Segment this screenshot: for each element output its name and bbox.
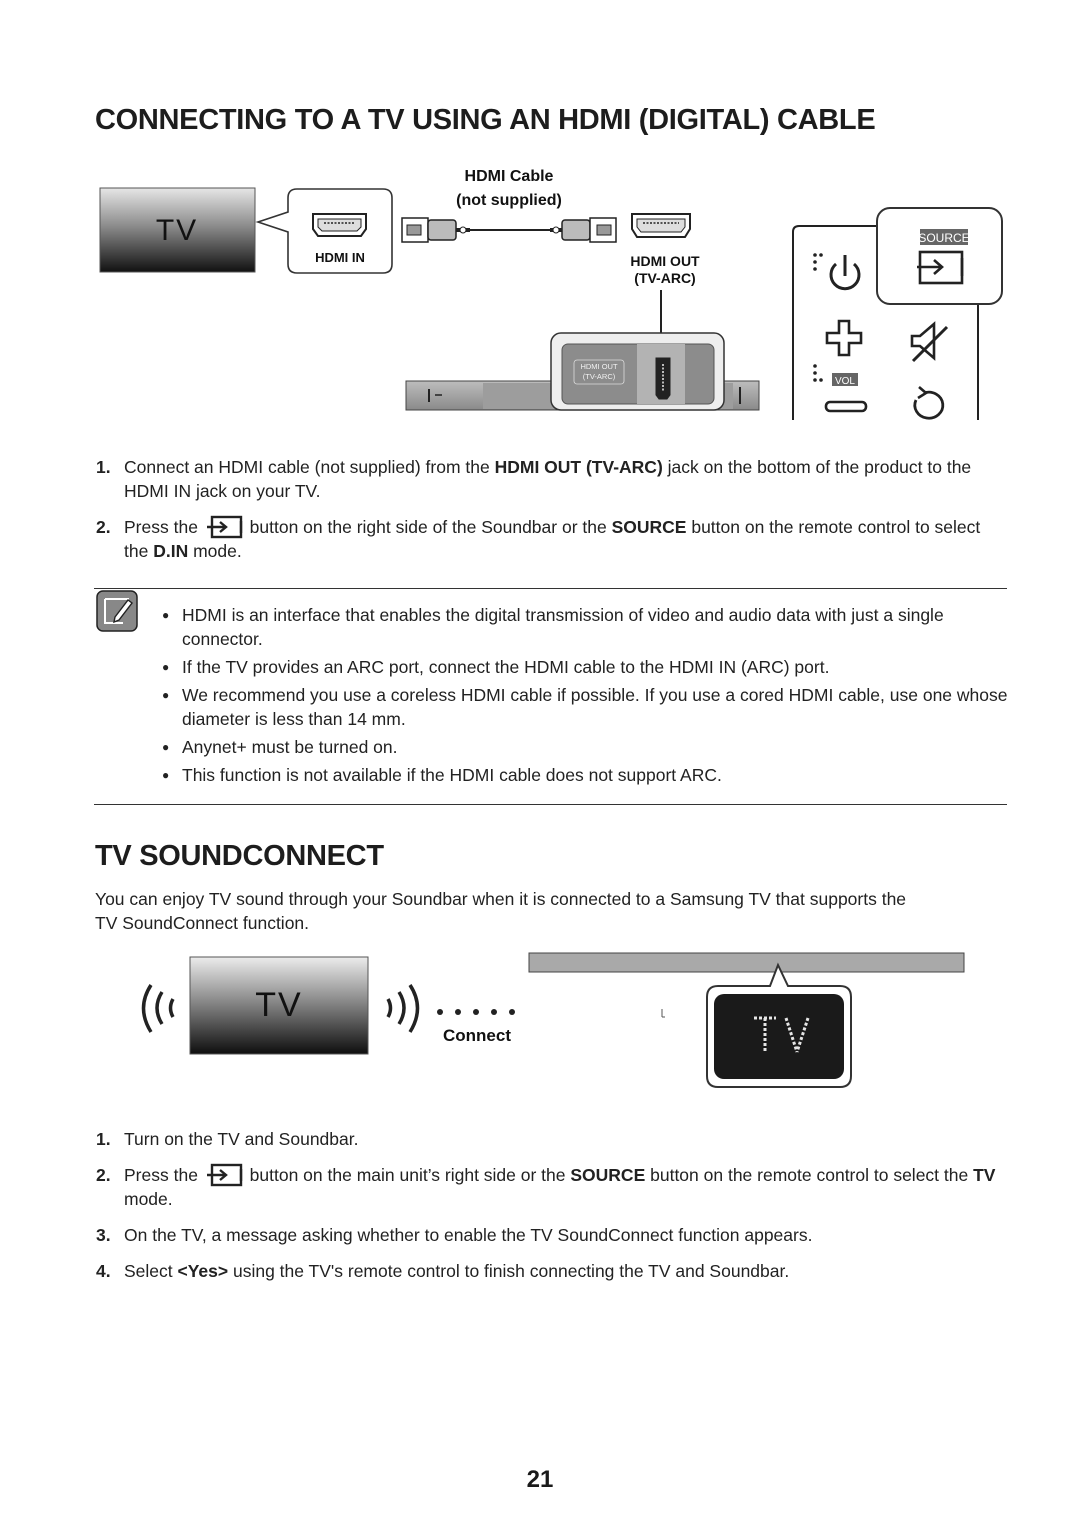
list-item: HDMI is an interface that enables the di…	[162, 603, 1012, 651]
hdmi-cable	[401, 217, 617, 243]
source-input-icon	[917, 250, 964, 285]
cable-label-line2: (not supplied)	[456, 192, 562, 209]
repeat-icon	[913, 386, 945, 420]
intro-paragraph: You can enjoy TV sound through your Soun…	[95, 889, 907, 933]
notes-list: HDMI is an interface that enables the di…	[162, 603, 1012, 791]
soundconnect-steps: 1. Turn on the TV and Soundbar. 2. Press…	[96, 1127, 996, 1295]
jack-label-line1: HDMI OUT	[580, 362, 617, 371]
cable-label-line1: HDMI Cable	[465, 168, 554, 185]
wifi-left-icon	[141, 984, 175, 1033]
jack-label-line2: (TV-ARC)	[583, 372, 616, 381]
list-item: This function is not available if the HD…	[162, 763, 1012, 787]
volume-up-icon	[825, 319, 863, 357]
hdmi-out-label-line1: HDMI OUT	[630, 253, 700, 269]
list-item: 2. Press the button on the right side of…	[96, 515, 981, 561]
list-item: Anynet+ must be turned on.	[162, 735, 1012, 759]
display-text-tv	[754, 1016, 810, 1053]
soundconnect-diagram: TV Connect	[141, 952, 965, 1088]
section-title-soundconnect: TV SOUNDCONNECT	[95, 840, 384, 872]
soundbar-bottom: HDMI OUT (TV-ARC)	[405, 332, 760, 411]
volume-down-icon	[824, 400, 868, 413]
list-item: 1. Turn on the TV and Soundbar.	[96, 1129, 359, 1149]
soundbar-top	[528, 952, 965, 1018]
hdmi-steps: 1. Connect an HDMI cable (not supplied) …	[96, 455, 996, 575]
connection-dots	[437, 1009, 515, 1015]
wifi-right-icon	[386, 984, 420, 1033]
remote-control: SOURCE VOL	[792, 207, 1003, 420]
hdmi-in-label: HDMI IN	[315, 250, 365, 265]
hdmi-out-port-icon	[631, 213, 691, 238]
power-icon	[829, 255, 861, 291]
list-item: 1. Connect an HDMI cable (not supplied) …	[96, 457, 972, 501]
hdmi-port-icon	[312, 213, 367, 237]
tv-screen: TV	[189, 956, 369, 1055]
divider	[94, 588, 1007, 589]
soundbar-display-callout	[706, 962, 852, 1088]
list-item: We recommend you use a coreless HDMI cab…	[162, 683, 1012, 731]
list-item: 4. Select <Yes> using the TV's remote co…	[96, 1261, 790, 1281]
vol-label: VOL	[835, 376, 855, 387]
page-number: 21	[526, 1466, 554, 1493]
source-input-icon	[206, 515, 242, 539]
list-item: If the TV provides an ARC port, connect …	[162, 655, 1012, 679]
tv-screen: TV	[99, 187, 256, 273]
note-pencil-icon	[96, 590, 138, 632]
hdmi-connection-diagram: TV HDMI IN HDMI Cable (not supplied) HDM…	[99, 168, 1003, 420]
divider	[94, 804, 1007, 805]
hdmi-out-label-line2: (TV-ARC)	[634, 270, 695, 286]
section-title-hdmi: CONNECTING TO A TV USING AN HDMI (DIGITA…	[95, 104, 876, 136]
source-label: SOURCE	[918, 231, 969, 245]
tv-label: TV	[156, 214, 198, 247]
mute-icon	[910, 321, 949, 363]
source-input-icon	[206, 1163, 242, 1187]
list-item: 2. Press the button on the main unit’s r…	[96, 1163, 996, 1209]
connect-label: Connect	[443, 1026, 511, 1045]
hdmi-in-callout: HDMI IN	[255, 188, 393, 274]
list-item: 3. On the TV, a message asking whether t…	[96, 1225, 813, 1245]
tv-label: TV	[255, 986, 302, 1024]
